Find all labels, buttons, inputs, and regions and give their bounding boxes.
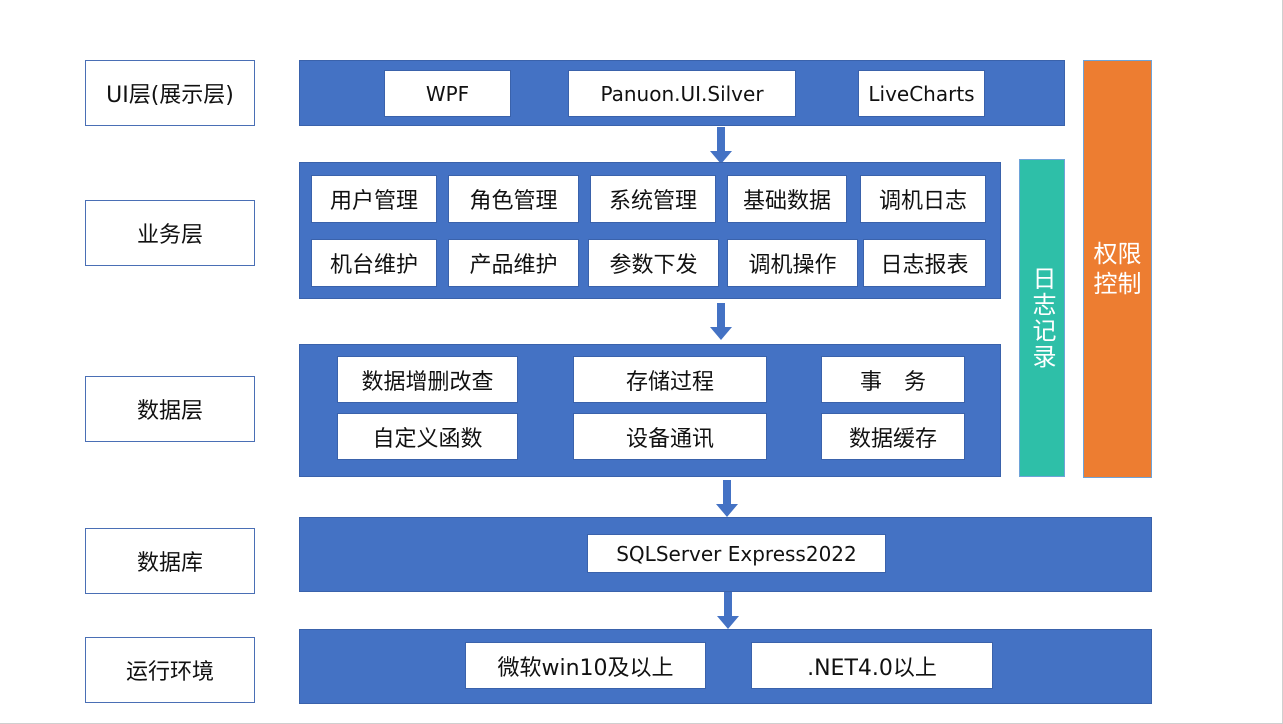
permission-column-text: 权限控制	[1093, 240, 1142, 298]
layer-label-business-text: 业务层	[136, 223, 203, 248]
layer-label-data-text: 数据层	[136, 399, 203, 424]
runtime-band	[299, 629, 1152, 704]
ui-item-panuon: Panuon.UI.Silver	[568, 70, 796, 117]
business-item-log-report: 日志报表	[863, 239, 986, 287]
business-item-text: 机台维护	[329, 253, 418, 278]
logging-column: 日志记录	[1019, 159, 1065, 477]
down-arrow-icon	[710, 127, 732, 164]
business-item-text: 日志报表	[880, 253, 969, 278]
layer-label-runtime: 运行环境	[85, 637, 255, 703]
data-item-text: 存储过程	[625, 369, 714, 395]
data-item-stored-proc: 存储过程	[573, 356, 767, 403]
data-item-crud: 数据增删改查	[337, 356, 518, 403]
runtime-item-windows: 微软win10及以上	[465, 642, 706, 689]
business-item-text: 调机日志	[878, 189, 967, 214]
business-item-text: 基础数据	[742, 189, 831, 214]
business-item-system-mgmt: 系统管理	[590, 175, 716, 223]
business-item-tuning-log: 调机日志	[860, 175, 986, 223]
business-item-product-maint: 产品维护	[448, 239, 579, 287]
business-item-user-mgmt: 用户管理	[311, 175, 437, 223]
database-item-sqlserver: SQLServer Express2022	[587, 534, 886, 573]
logging-column-text: 日志记录	[1028, 266, 1056, 370]
business-item-base-data: 基础数据	[727, 175, 847, 223]
business-item-text: 用户管理	[329, 189, 418, 214]
ui-item-panuon-text: Panuon.UI.Silver	[600, 81, 764, 106]
runtime-item-dotnet: .NET4.0以上	[751, 642, 993, 689]
layer-label-data: 数据层	[85, 376, 255, 442]
down-arrow-icon	[716, 480, 738, 517]
data-item-text: 数据增删改查	[361, 369, 494, 395]
ui-item-livecharts: LiveCharts	[858, 70, 985, 117]
data-item-text: 设备通讯	[625, 426, 714, 452]
data-item-text: 自定义函数	[372, 426, 483, 452]
data-item-device-comm: 设备通讯	[573, 413, 767, 460]
layer-label-database-text: 数据库	[136, 551, 203, 576]
layer-label-business: 业务层	[85, 200, 255, 266]
business-item-text: 参数下发	[609, 253, 698, 278]
down-arrow-icon	[717, 592, 739, 629]
business-item-text: 调机操作	[748, 253, 837, 278]
business-item-text: 产品维护	[469, 253, 558, 278]
business-item-param-issue: 参数下发	[588, 239, 719, 287]
ui-item-wpf-text: WPF	[425, 81, 470, 106]
runtime-item-text: .NET4.0以上	[807, 655, 937, 681]
layer-label-database: 数据库	[85, 528, 255, 594]
business-item-tuning-op: 调机操作	[727, 239, 858, 287]
database-item-text: SQLServer Express2022	[616, 541, 857, 566]
data-item-transaction: 事 务	[821, 356, 965, 403]
layer-label-ui: UI层(展示层)	[85, 60, 255, 126]
business-item-text: 系统管理	[608, 189, 697, 214]
layer-label-runtime-text: 运行环境	[125, 660, 214, 685]
ui-item-wpf: WPF	[384, 70, 511, 117]
business-item-role-mgmt: 角色管理	[448, 175, 579, 223]
business-item-machine-maint: 机台维护	[311, 239, 437, 287]
business-item-text: 角色管理	[469, 189, 558, 214]
ui-item-livecharts-text: LiveCharts	[868, 81, 975, 106]
down-arrow-icon	[710, 303, 732, 340]
data-item-udf: 自定义函数	[337, 413, 518, 460]
runtime-item-text: 微软win10及以上	[497, 655, 674, 681]
data-item-cache: 数据缓存	[821, 413, 965, 460]
layer-label-ui-text: UI层(展示层)	[106, 83, 234, 108]
permission-column: 权限控制	[1083, 60, 1152, 478]
data-item-text: 数据缓存	[848, 426, 937, 452]
data-item-text: 事 务	[859, 369, 926, 395]
